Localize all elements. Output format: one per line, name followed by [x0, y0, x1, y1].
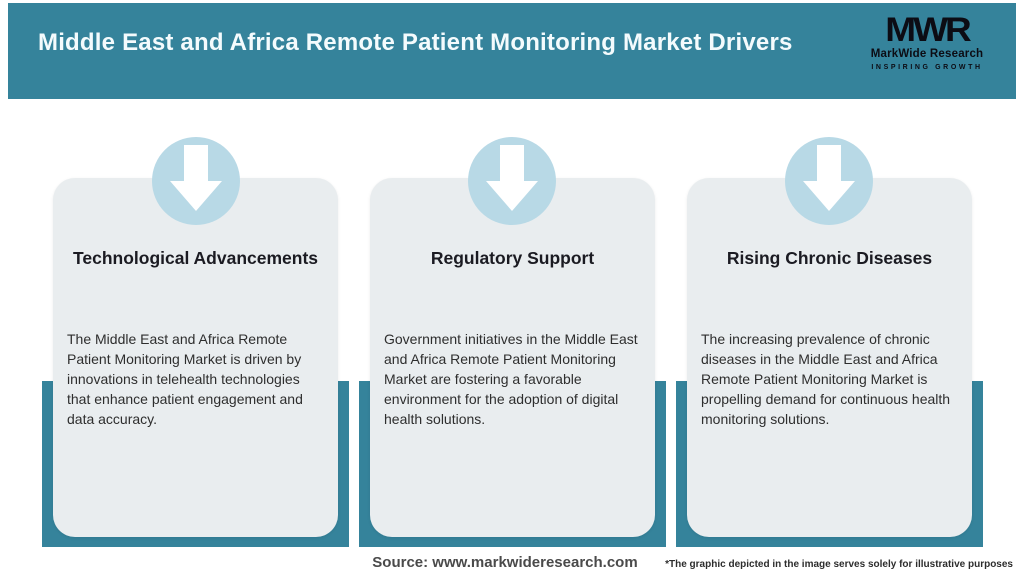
driver-card-rising-chronic-diseases: Rising Chronic Diseases The increasing p…: [687, 178, 972, 537]
disclaimer-text: *The graphic depicted in the image serve…: [665, 559, 1013, 570]
card-title: Technological Advancements: [72, 248, 319, 268]
driver-card-regulatory-support: Regulatory Support Government initiative…: [370, 178, 655, 537]
down-arrow-icon: [152, 137, 240, 225]
card-body-text: The Middle East and Africa Remote Patien…: [67, 331, 303, 427]
markwide-research-logo: MWR MarkWide Research INSPIRING GROWTH: [852, 10, 1002, 71]
logo-tagline: INSPIRING GROWTH: [871, 63, 983, 71]
down-arrow-icon: [785, 137, 873, 225]
source-text: Source: www.markwideresearch.com: [372, 554, 638, 571]
card-title: Regulatory Support: [430, 248, 595, 268]
card-title: Rising Chronic Diseases: [726, 248, 933, 268]
header-bar: Middle East and Africa Remote Patient Mo…: [8, 3, 1016, 99]
driver-card-technological-advancements: Technological Advancements The Middle Ea…: [53, 178, 338, 537]
down-arrow-icon: [468, 137, 556, 225]
card-body-text: Government initiatives in the Middle Eas…: [384, 331, 638, 427]
logo-name: MarkWide Research: [870, 48, 984, 60]
logo-monogram: MWR: [885, 10, 971, 49]
card-body-text: The increasing prevalence of chronic dis…: [701, 331, 951, 427]
page-title: Middle East and Africa Remote Patient Mo…: [38, 29, 793, 56]
